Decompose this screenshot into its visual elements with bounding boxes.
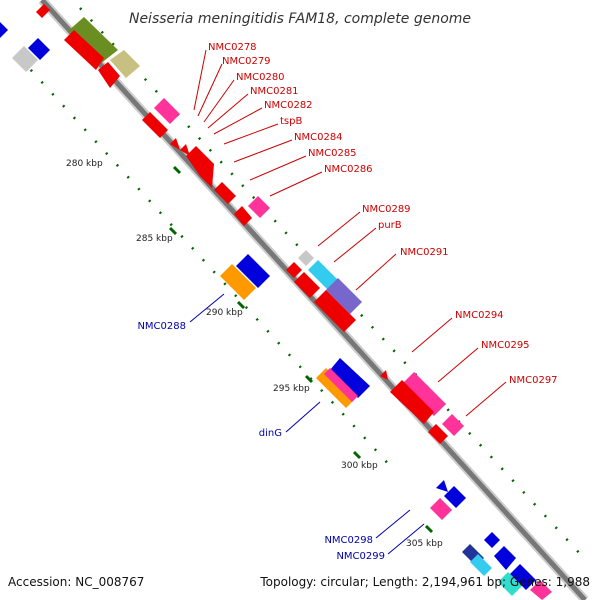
gene-arrow — [442, 414, 464, 436]
gene-arrow — [444, 486, 466, 508]
gene-label: NMC0291 — [400, 247, 449, 258]
gene-arrow — [220, 264, 256, 300]
gene-arrow — [402, 372, 446, 416]
gene-label: NMC0286 — [324, 164, 373, 175]
gene-arrow — [234, 206, 252, 226]
gene-arrow — [236, 254, 270, 288]
gene-arrow — [390, 380, 434, 424]
gene-arrow — [64, 30, 104, 70]
gene-arrow — [142, 112, 168, 138]
gene-arrow — [110, 50, 140, 78]
gene-arrow — [98, 62, 120, 88]
gene-arrow — [428, 424, 448, 444]
gene-arrow — [28, 38, 50, 60]
gene-label: NMC0299 — [336, 551, 385, 562]
gene-arrow — [0, 22, 8, 38]
gene-label: purB — [378, 220, 402, 231]
gene-arrow — [436, 480, 448, 492]
gene-arrow — [324, 368, 358, 402]
gene-label: NMC0281 — [250, 86, 299, 97]
gene-label: NMC0298 — [324, 535, 373, 546]
tick-marks — [168, 165, 434, 534]
gene-arrow — [154, 98, 180, 124]
gene-arrow — [248, 196, 270, 218]
accession-text: Accession: NC_008767 — [8, 575, 144, 589]
tick-label: 280 kbp — [66, 159, 103, 169]
tick-label: 305 kbp — [406, 539, 443, 549]
gene-arrow — [12, 46, 38, 72]
genes-inner — [0, 22, 492, 576]
genome-summary-text: Topology: circular; Length: 2,194,961 bp… — [259, 575, 590, 589]
gene-label: NMC0280 — [236, 72, 285, 83]
gene-arrow — [36, 4, 50, 18]
gene-arrow — [510, 564, 536, 590]
label-leaders-top — [193, 49, 507, 417]
gene-label: NMC0279 — [222, 56, 271, 67]
gene-arrow — [286, 262, 302, 278]
gene-label: dinG — [259, 428, 282, 439]
backbone — [40, 0, 587, 600]
tick-label: 285 kbp — [136, 234, 173, 244]
gene-label: NMC0297 — [509, 375, 558, 386]
gene-label: NMC0282 — [264, 100, 313, 111]
tick-label: 290 kbp — [206, 308, 243, 318]
gene-label: NMC0295 — [481, 340, 530, 351]
gene-arrow — [430, 498, 452, 520]
gene-arrow — [214, 182, 236, 204]
tick-label: 295 kbp — [273, 384, 310, 394]
tick-label: 300 kbp — [341, 461, 378, 471]
gene-arrow — [330, 358, 370, 398]
gene-label: NMC0278 — [208, 42, 257, 53]
gene-arrow — [170, 138, 180, 150]
gene-arrow — [530, 580, 552, 600]
gene-arrow — [298, 250, 314, 266]
gene-arrow — [470, 554, 492, 576]
gene-label: tspB — [280, 116, 302, 127]
gene-arrow — [314, 290, 356, 332]
gene-label: NMC0285 — [308, 148, 357, 159]
gene-arrow — [484, 532, 500, 548]
label-leaders-bottom — [189, 293, 425, 555]
gene-label: NMC0284 — [294, 132, 343, 143]
gene-arrow — [494, 546, 516, 570]
gene-arrow — [326, 278, 362, 314]
gene-arrow — [68, 17, 118, 64]
gene-label: NMC0289 — [362, 204, 411, 215]
gene-label: NMC0294 — [455, 310, 504, 321]
gene-arrow — [380, 370, 388, 380]
gene-label: NMC0288 — [137, 321, 186, 332]
gene-arrow — [186, 146, 214, 188]
gene-arrow — [316, 368, 356, 408]
gene-arrow — [308, 260, 338, 290]
gene-arrow — [180, 144, 190, 156]
gene-arrow — [498, 572, 522, 596]
map-title: Neisseria meningitidis FAM18, complete g… — [129, 11, 471, 27]
gene-arrow — [294, 272, 320, 298]
genes-outer — [36, 4, 552, 600]
